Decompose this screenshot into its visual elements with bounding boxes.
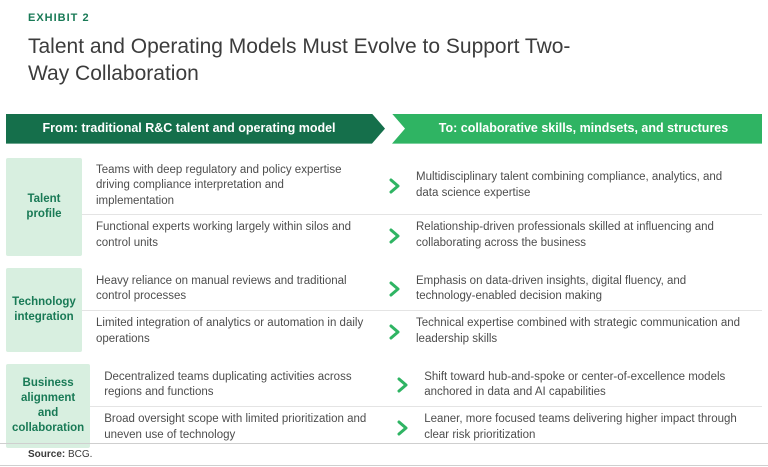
table-row: Decentralized teams duplicating activiti…: [90, 364, 762, 406]
footer-divider: [0, 443, 768, 444]
source-value: BCG.: [68, 449, 93, 460]
banner-to-label: To: collaborative skills, mindsets, and …: [438, 120, 729, 135]
to-cell: Emphasis on data-driven insights, digita…: [416, 274, 687, 303]
from-cell: Decentralized teams duplicating activiti…: [104, 370, 352, 399]
chevron-right-icon: [372, 324, 416, 340]
group-rows: Heavy reliance on manual reviews and tra…: [82, 268, 762, 352]
to-cell: Multidisciplinary talent combining compl…: [416, 171, 723, 199]
to-cell: Leaner, more focused teams delivering hi…: [424, 413, 737, 441]
table-row: Functional experts working largely withi…: [82, 214, 762, 256]
to-cell: Technical expertise combined with strate…: [416, 317, 741, 345]
group-label: Talent profile: [6, 157, 82, 257]
from-cell: Heavy reliance on manual reviews and tra…: [96, 274, 347, 303]
source-note: Source: BCG.: [28, 449, 740, 460]
group-rows: Decentralized teams duplicating activiti…: [90, 364, 762, 448]
chevron-right-icon: [372, 228, 416, 244]
group-label: Business alignment and collaboration: [6, 364, 91, 449]
chevron-right-icon: [380, 420, 424, 436]
group-rows: Teams with deep regulatory and policy ex…: [82, 158, 762, 257]
table-row: Teams with deep regulatory and policy ex…: [82, 158, 762, 215]
exhibit-label: EXHIBIT 2: [28, 12, 90, 24]
exhibit-page: EXHIBIT 2 Talent and Operating Models Mu…: [6, 12, 762, 449]
chevron-right-icon: [372, 281, 416, 297]
to-cell: Relationship-driven professionals skille…: [416, 221, 714, 249]
group-label: Technology integration: [6, 268, 82, 353]
source-label: Source:: [28, 449, 66, 460]
bottom-border: [0, 465, 768, 466]
banner-from-label: From: traditional R&C talent and operati…: [42, 120, 336, 135]
table-row: Heavy reliance on manual reviews and tra…: [82, 268, 762, 310]
table-row: Limited integration of analytics or auto…: [82, 310, 762, 352]
footer: Source: BCG.: [0, 443, 768, 467]
from-cell: Broad oversight scope with limited prior…: [104, 413, 367, 441]
from-cell: Functional experts working largely withi…: [96, 221, 352, 249]
banner-from: From: traditional R&C talent and operati…: [6, 114, 385, 144]
chevron-right-icon: [380, 377, 424, 393]
table-row: Broad oversight scope with limited prior…: [90, 406, 762, 448]
chevron-right-icon: [372, 178, 416, 194]
group-technology-integration: Technology integration Heavy reliance on…: [6, 268, 762, 353]
group-business-alignment: Business alignment and collaboration Dec…: [6, 364, 762, 449]
comparison-table: Talent profile Teams with deep regulator…: [6, 157, 762, 449]
banner-to: To: collaborative skills, mindsets, and …: [392, 113, 762, 144]
to-cell: Shift toward hub-and-spoke or center-of-…: [424, 370, 726, 399]
group-talent-profile: Talent profile Teams with deep regulator…: [6, 157, 762, 257]
from-cell: Limited integration of analytics or auto…: [96, 317, 364, 345]
page-title: Talent and Operating Models Must Evolve …: [28, 35, 571, 86]
column-header-banners: From: traditional R&C talent and operati…: [6, 113, 762, 144]
from-cell: Teams with deep regulatory and policy ex…: [96, 163, 342, 207]
